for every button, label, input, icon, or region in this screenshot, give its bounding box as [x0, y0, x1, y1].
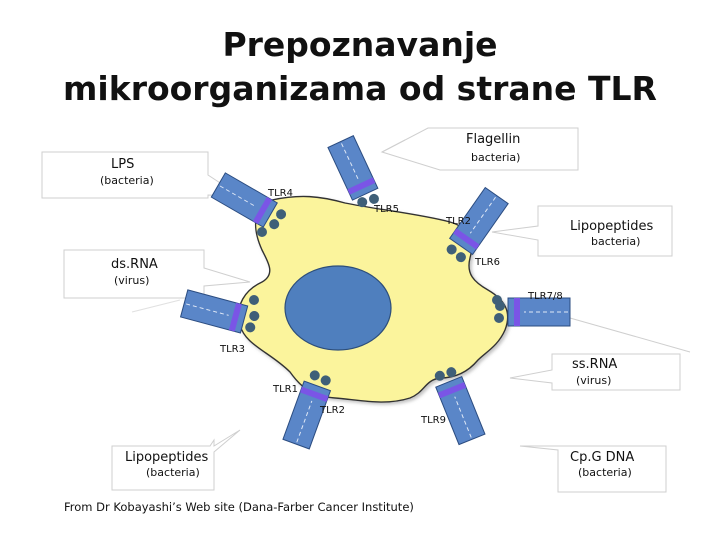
lipopeptides-left-callout — [111, 429, 241, 491]
dsrna-source: (virus) — [114, 274, 149, 287]
lipopeptides-right-source: bacteria) — [591, 235, 640, 248]
tlr5-receptor — [327, 135, 379, 208]
cpg-label: Cp.G DNA — [570, 450, 634, 465]
lipopeptides-left-label: Lipopeptides — [125, 450, 209, 465]
ssrna-source: (virus) — [576, 374, 611, 387]
tlr2-top-label: TLR2 — [445, 216, 471, 227]
source-credit: From Dr Kobayashi’s Web site (Dana-Farbe… — [64, 500, 414, 514]
receptor-knob — [257, 227, 267, 237]
lipopeptides-right-callout — [491, 205, 673, 257]
tlr9-receptor — [434, 367, 486, 446]
callout-boxes — [41, 127, 691, 493]
dsrna-callout — [63, 249, 251, 299]
flagellin-label: Flagellin — [466, 132, 520, 147]
receptor-knob — [249, 295, 259, 305]
tlr1-tlr2-receptor — [282, 370, 332, 450]
tlr3-receptor — [179, 289, 260, 334]
tlr78-receptor — [494, 297, 571, 327]
tlr9-label: TLR9 — [420, 415, 446, 426]
lipopeptides-right-label: Lipopeptides — [570, 219, 654, 234]
tlr3-label: TLR3 — [219, 344, 245, 355]
dsrna-label: ds.RNA — [111, 257, 158, 272]
tlr6-label: TLR6 — [474, 257, 500, 268]
cpg-source: (bacteria) — [578, 466, 632, 479]
cpg-callout — [519, 445, 667, 493]
flagellin-pointer — [381, 139, 406, 153]
ssrna-callout — [509, 353, 681, 391]
tlr1-label: TLR1 — [272, 384, 298, 395]
ssrna-label: ss.RNA — [572, 357, 617, 372]
receptor-knob — [492, 295, 502, 305]
tlr78-label: TLR7/8 — [527, 291, 563, 302]
tlr3-pointer — [131, 299, 181, 313]
tlr2-bottom-label: TLR2 — [319, 405, 345, 416]
lipopeptides-left-source: (bacteria) — [146, 466, 200, 479]
flagellin-source: bacteria) — [471, 151, 520, 164]
tlr2-tlr6-receptor — [446, 186, 509, 263]
title-line-1: Prepoznavanje — [222, 25, 498, 64]
title-line-2: mikroorganizama od strane TLR — [63, 69, 657, 108]
tlr4-receptor — [210, 172, 287, 230]
nucleus — [284, 265, 392, 351]
tlr78-pointer — [569, 317, 691, 353]
tlr5-label: TLR5 — [373, 204, 399, 215]
tlr-receptors — [179, 135, 571, 450]
lps-label: LPS — [111, 157, 134, 172]
tlr4-label: TLR4 — [267, 188, 293, 199]
lps-source: (bacteria) — [100, 174, 154, 187]
